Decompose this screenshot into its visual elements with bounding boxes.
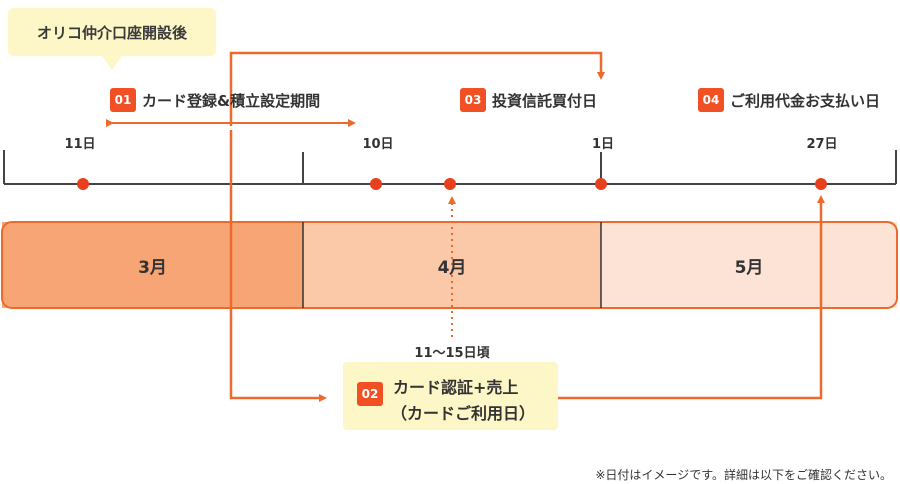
step-03-label: 投資信託買付日	[492, 91, 598, 110]
callout-text: オリコ仲介口座開設後	[36, 23, 187, 42]
callout-tail	[102, 56, 122, 70]
footnote: ※日付はイメージです。詳細は以下をご確認ください。	[595, 468, 892, 482]
callout-account-opened: オリコ仲介口座開設後	[8, 8, 216, 56]
month-bar-3	[2, 222, 303, 308]
date-label-11th: 11日	[64, 137, 96, 152]
dot-card-auth	[444, 178, 456, 190]
step-02-badge: 02	[357, 382, 383, 406]
step-02-label-line1: カード認証+売上	[393, 378, 519, 397]
dot-1st	[595, 178, 607, 190]
dot-10th	[370, 178, 382, 190]
timeline-dots	[77, 178, 827, 190]
flow-arrow-to-step02	[229, 130, 327, 402]
flow-arrow-to-step03	[229, 51, 605, 126]
date-label-1st: 1日	[591, 137, 615, 152]
step-04-badge: 04	[698, 88, 724, 112]
month-label-march: 3月	[138, 257, 167, 278]
step-03: 03 投資信託買付日	[460, 88, 597, 112]
dot-27th	[815, 178, 827, 190]
date-label-27th: 27日	[806, 137, 838, 152]
step-03-badge: 03	[460, 88, 486, 112]
flow-arrow-to-step04	[558, 195, 825, 400]
step-04-label: ご利用代金お支払い日	[730, 91, 881, 110]
step-01: 01 カード登録&積立設定期間	[110, 88, 320, 112]
month-label-may: 5月	[734, 257, 764, 278]
approx-date-label: 11〜15日頃	[414, 346, 490, 361]
step-02: 02 カード認証+売上 （カードご利用日）	[343, 362, 558, 430]
month-bar-5	[601, 222, 897, 308]
date-label-10th: 10日	[362, 137, 394, 152]
month-bar-outline	[1, 221, 898, 309]
step-04: 04 ご利用代金お支払い日	[698, 88, 880, 112]
dot-11th	[77, 178, 89, 190]
month-label-april: 4月	[437, 257, 467, 278]
step-01-badge: 01	[110, 88, 136, 112]
step-01-label: カード登録&積立設定期間	[142, 91, 321, 110]
step-02-label-line2: （カードご利用日）	[391, 404, 536, 423]
